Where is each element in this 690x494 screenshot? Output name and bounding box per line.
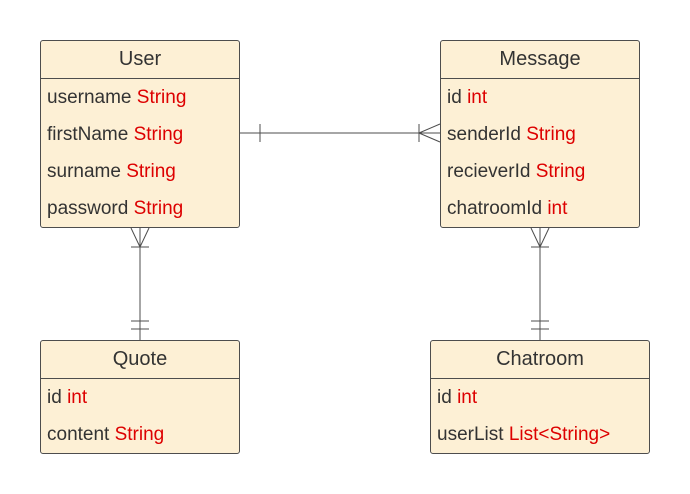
attribute-name: username xyxy=(47,87,132,108)
attribute-type: String xyxy=(526,124,576,145)
attribute-row: surname String xyxy=(41,153,239,190)
attribute-type: String xyxy=(136,87,187,108)
attribute-type: String xyxy=(133,198,184,219)
attribute-type: String xyxy=(126,161,176,182)
attribute-name: content xyxy=(47,424,110,445)
attribute-row: recieverId String xyxy=(441,153,639,190)
attribute-name: senderId xyxy=(447,124,521,145)
attribute-row: senderId String xyxy=(441,116,639,153)
crowfoot-lower-message xyxy=(418,132,441,143)
attribute-type: String xyxy=(114,424,165,445)
entity-chatroom[interactable]: Chatroom id int userList List<String> xyxy=(430,340,650,454)
attribute-row: content String xyxy=(41,416,239,453)
attribute-row: id int xyxy=(441,79,639,116)
crowfoot-left-user xyxy=(130,227,141,248)
attribute-type: String xyxy=(133,124,184,145)
attribute-row: chatroomId int xyxy=(441,190,639,227)
entity-message[interactable]: Message id int senderId String recieverI… xyxy=(440,40,640,228)
entity-title: Chatroom xyxy=(431,341,649,379)
entity-title: Message xyxy=(441,41,639,79)
attribute-row: password String xyxy=(41,190,239,227)
crowfoot-upper-message xyxy=(418,123,441,134)
attribute-type: int xyxy=(67,387,88,408)
attribute-name: firstName xyxy=(47,124,129,145)
connector-user-quote xyxy=(130,227,150,340)
attribute-type: int xyxy=(467,87,488,108)
attribute-name: recieverId xyxy=(447,161,531,182)
crowfoot-right-user xyxy=(139,227,150,248)
attribute-name: id xyxy=(437,387,452,408)
attribute-row: id int xyxy=(41,379,239,416)
attribute-name: chatroomId xyxy=(447,198,543,219)
crowfoot-right-message xyxy=(539,227,550,248)
connector-user-message xyxy=(240,123,441,143)
connector-message-chatroom xyxy=(530,227,550,340)
entity-title: Quote xyxy=(41,341,239,379)
attribute-type: int xyxy=(547,198,568,219)
attribute-type: String xyxy=(535,161,586,182)
attribute-row: userList List<String> xyxy=(431,416,649,453)
entity-quote[interactable]: Quote id int content String xyxy=(40,340,240,454)
entity-user[interactable]: User username String firstName String su… xyxy=(40,40,240,228)
attribute-name: id xyxy=(447,87,462,108)
crowfoot-left-message xyxy=(530,227,541,248)
attribute-name: id xyxy=(47,387,62,408)
attribute-name: surname xyxy=(47,161,121,182)
attribute-name: userList xyxy=(437,424,504,445)
attribute-name: password xyxy=(47,198,129,219)
attribute-row: username String xyxy=(41,79,239,116)
attribute-row: id int xyxy=(431,379,649,416)
attribute-type: List<String> xyxy=(508,424,611,445)
attribute-row: firstName String xyxy=(41,116,239,153)
entity-title: User xyxy=(41,41,239,79)
attribute-type: int xyxy=(457,387,478,408)
